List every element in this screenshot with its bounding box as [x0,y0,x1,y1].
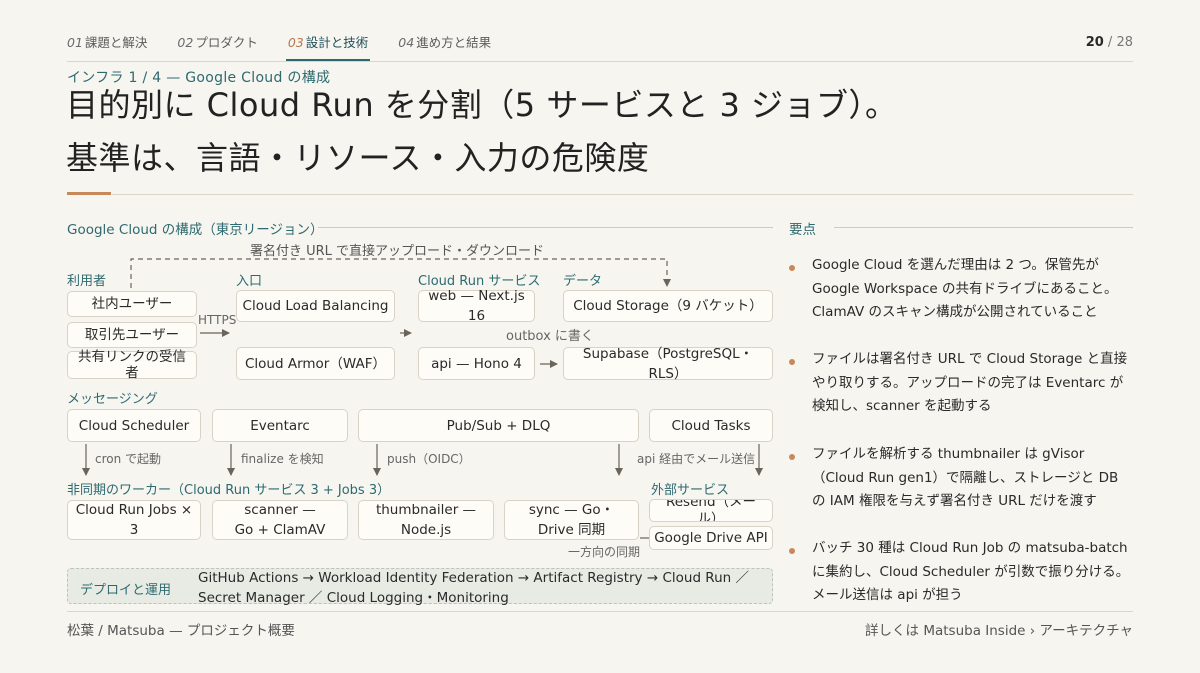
label-services: Cloud Run サービス [418,274,541,289]
box-cloud-tasks: Cloud Tasks [649,409,773,442]
bullet-dot [789,548,795,554]
title-rule [112,194,1133,195]
bullet-dot [789,359,795,365]
box-sync: sync — Go・Drive 同期 [504,500,639,540]
box-pubsub-dlq: Pub/Sub + DLQ [358,409,639,442]
points-title-rule [834,227,1133,228]
header-rule [67,61,1133,62]
box-shared-link-recipient: 共有リンクの受信者 [67,349,197,381]
box-eventarc: Eventarc [212,409,348,442]
label-external: 外部サービス [651,483,730,498]
note-cron: cron で起動 [95,452,162,466]
box-google-drive-api: Google Drive API [649,526,773,550]
box-web-nextjs: web — Next.js 16 [418,288,535,324]
box-cloud-scheduler: Cloud Scheduler [67,409,201,442]
note-oneway-sync: 一方向の同期 [568,545,641,559]
box-cloud-armor: Cloud Armor（WAF） [236,347,395,380]
points-title: 要点 [789,222,816,238]
box-api-hono: api — Hono 4 [418,347,535,380]
key-point-4: バッチ 30 種は Cloud Run Job の matsuba-batch … [812,540,1130,603]
box-cloud-run-jobs: Cloud Run Jobs × 3 [67,500,201,540]
note-outbox: outbox に書く [506,329,594,344]
footer-project: 松葉 / Matsuba — プロジェクト概要 [67,623,295,639]
key-point-1: Google Cloud を選んだ理由は 2 つ。保管先が Google Wor… [812,257,1118,320]
box-thumbnailer: thumbnailer — Node.js [358,500,494,540]
box-cloud-storage: Cloud Storage（9 バケット） [563,290,773,322]
label-users: 利用者 [67,274,107,289]
footer-more-link[interactable]: 詳しくは Matsuba Inside › アーキテクチャ [865,623,1133,639]
key-point-2: ファイルは署名付き URL で Cloud Storage と直接やり取りする。… [812,351,1128,414]
note-push-oidc: push（OIDC） [387,452,471,466]
box-partner-user: 取引先ユーザー [67,322,197,348]
box-supabase: Supabase（PostgreSQL・RLS） [563,346,773,382]
label-entry: 入口 [236,274,263,289]
deploy-panel: デプロイと運用 GitHub Actions → Workload Identi… [67,568,773,606]
deploy-label: デプロイと運用 [80,583,172,598]
label-data: データ [563,274,603,289]
diagram-section-title: Google Cloud の構成（東京リージョン） [67,222,324,238]
label-messaging: メッセージング [67,392,158,407]
page-counter: 20 / 28 [1085,35,1133,50]
key-point-3: ファイルを解析する thumbnailer は gVisor（Cloud Run… [812,446,1119,509]
signed-url-note: 署名付き URL で直接アップロード・ダウンロード [250,244,545,259]
note-finalize: finalize を検知 [241,452,324,466]
footer-rule [67,611,1133,612]
slide-kicker: インフラ 1 / 4 — Google Cloud の構成 [67,70,331,86]
box-internal-user: 社内ユーザー [67,291,197,317]
box-resend: Resend（メール） [649,499,773,522]
bullet-dot [789,454,795,460]
note-https: HTTPS [198,313,237,327]
signed-url-dashed-line [130,258,671,288]
slide-title-line1: 目的別に Cloud Run を分割（5 サービスと 3 ジョブ）。 [66,86,898,124]
slide-title-line2: 基準は、言語・リソース・入力の危険度 [66,139,650,177]
box-scanner: scanner — Go + ClamAV [212,500,348,540]
label-workers: 非同期のワーカー（Cloud Run サービス 3 + Jobs 3） [67,483,391,498]
diagram-section-rule [318,227,773,228]
bullet-dot [789,265,795,271]
deploy-pipeline-text: GitHub Actions → Workload Identity Feder… [198,570,749,606]
note-via-api: api 経由でメール送信 [637,452,756,466]
box-cloud-load-balancing: Cloud Load Balancing [236,290,395,322]
title-accent-bar [67,192,111,195]
